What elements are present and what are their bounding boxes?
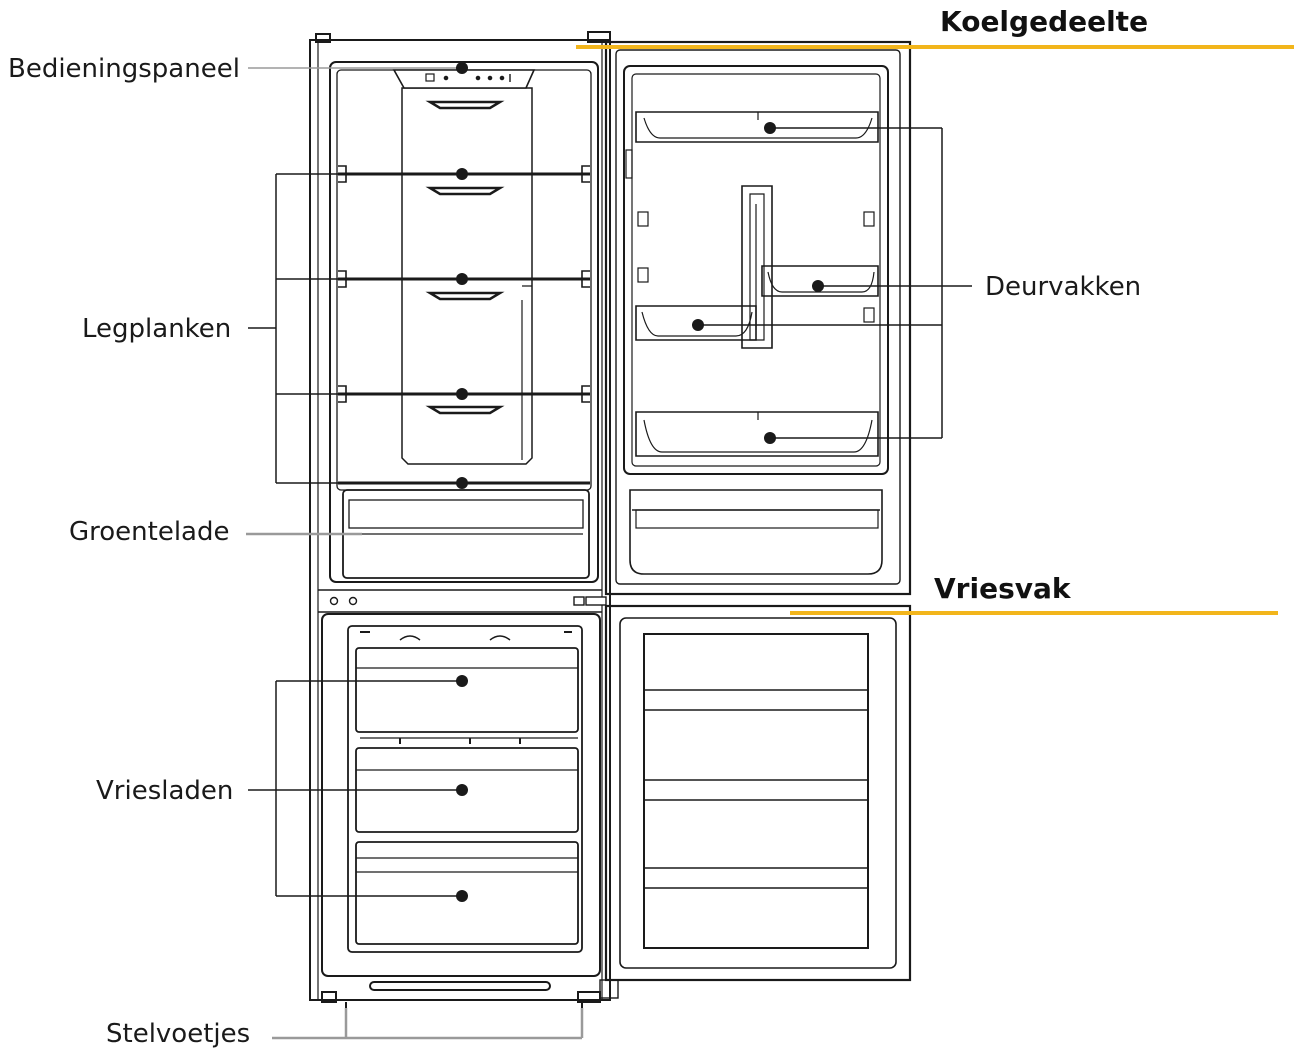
freezer-drawer-bottom xyxy=(355,841,579,945)
freezer-drawers xyxy=(355,647,579,945)
dot-freezer-drawer-2 xyxy=(456,784,468,796)
leader-feet xyxy=(272,1008,584,1040)
fridge-door xyxy=(604,40,912,596)
door-bins xyxy=(635,111,879,457)
duct-vents xyxy=(425,100,505,415)
door-bin-egg xyxy=(741,185,773,349)
freezer-section-title: Vriesvak xyxy=(934,572,1071,605)
freezer-drawer-middle xyxy=(355,737,579,833)
freezer-drawer-top xyxy=(355,647,579,733)
dot-freezer-drawer-1 xyxy=(456,675,468,687)
callout-dots xyxy=(456,62,824,902)
freezer-door xyxy=(599,604,912,999)
dot-shelf-2 xyxy=(456,273,468,285)
dot-shelf-4 xyxy=(456,477,468,489)
door-bin-top xyxy=(635,111,879,143)
crisper-drawer xyxy=(342,489,590,579)
dot-door-bin-left xyxy=(692,319,704,331)
dot-door-bin-right xyxy=(812,280,824,292)
freezer-compartment xyxy=(321,613,601,977)
label-shelves: Legplanken xyxy=(82,314,232,344)
dot-door-bin-bottom xyxy=(764,432,776,444)
dot-shelf-1 xyxy=(456,168,468,180)
leader-lines xyxy=(246,67,972,1040)
door-bin-right xyxy=(761,265,879,297)
control-panel xyxy=(392,69,536,89)
dot-control-panel xyxy=(456,62,468,74)
label-door-bins: Deurvakken xyxy=(985,272,1142,302)
dot-freezer-drawer-3 xyxy=(456,890,468,902)
compartment-divider xyxy=(318,589,607,613)
fridge-compartment xyxy=(329,61,599,583)
door-bin-bottom xyxy=(635,411,879,457)
leader-freezer-drawers xyxy=(248,680,462,897)
label-control-panel: Bedieningspaneel xyxy=(8,54,240,84)
dot-door-bin-top xyxy=(764,122,776,134)
label-crisper: Groentelade xyxy=(69,517,230,547)
glass-shelves xyxy=(338,165,590,485)
label-freezer-drawers: Vriesladen xyxy=(96,776,234,806)
dot-shelf-3 xyxy=(456,388,468,400)
label-feet: Stelvoetjes xyxy=(106,1019,251,1049)
fridge-section-title: Koelgedeelte xyxy=(940,5,1149,38)
leader-door-bins xyxy=(698,127,972,439)
leader-shelves xyxy=(248,173,462,484)
